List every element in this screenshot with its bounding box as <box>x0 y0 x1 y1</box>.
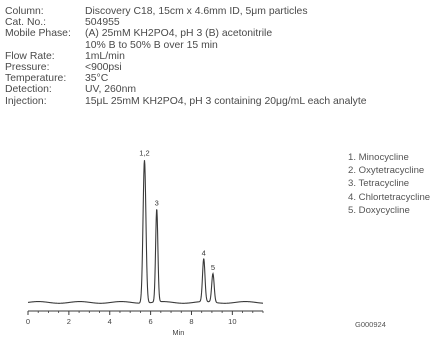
condition-label: Cat. No.: <box>5 17 46 29</box>
condition-row-flow-rate: Flow Rate: 1mL/min <box>5 51 445 62</box>
figure-code: G000924 <box>355 320 386 329</box>
x-tick-label: 4 <box>108 317 112 326</box>
legend-item: 3. Tetracycline <box>348 178 410 190</box>
condition-value: UV, 260nm <box>85 84 137 96</box>
condition-row-injection: Injection: 15μL 25mM KH2PO4, pH 3 contai… <box>5 96 445 107</box>
condition-value: 15μL 25mM KH2PO4, pH 3 containing 20μg/m… <box>85 95 367 107</box>
x-tick-label: 8 <box>189 317 193 326</box>
peak-label: 1,2 <box>139 148 149 157</box>
condition-label: Temperature: <box>5 73 67 85</box>
peak-label: 4 <box>202 249 206 258</box>
x-tick-label: 10 <box>228 317 236 326</box>
condition-row-column: Column: Discovery C18, 15cm x 4.6mm ID, … <box>5 6 445 17</box>
x-axis-label: Min <box>172 328 184 337</box>
peak-label: 3 <box>155 198 159 207</box>
condition-label: Column: <box>5 6 44 17</box>
x-tick-label: 6 <box>149 317 153 326</box>
condition-value: 35°C <box>85 73 109 85</box>
x-tick-label: 2 <box>67 317 71 326</box>
condition-row-cat-no: Cat. No.: 504955 <box>5 17 445 28</box>
x-tick-label: 0 <box>26 317 30 326</box>
condition-row-temperature: Temperature: 35°C <box>5 73 445 84</box>
condition-value: (A) 25mM KH2PO4, pH 3 (B) acetonitrile <box>85 28 273 40</box>
legend-item: 4. Chlortetracycline <box>348 191 431 203</box>
condition-value: <900psi <box>85 62 122 74</box>
peak-legend: 1. Minocycline 2. Oxytetracycline 3. Tet… <box>348 151 430 217</box>
condition-continuation: 10% B to 50% B over 15 min <box>85 39 218 51</box>
condition-label: Flow Rate: <box>5 50 55 62</box>
chromatographic-conditions: Column: Discovery C18, 15cm x 4.6mm ID, … <box>5 6 445 107</box>
condition-row-detection: Detection: UV, 260nm <box>5 84 445 95</box>
condition-value: 504955 <box>85 17 120 29</box>
condition-label: Pressure: <box>5 62 50 74</box>
condition-label: Mobile Phase: <box>5 28 71 40</box>
chromatogram-trace <box>27 160 264 304</box>
peak-label: 5 <box>211 263 215 272</box>
legend-item: 5. Doxycycline <box>348 204 410 216</box>
condition-label: Detection: <box>5 84 52 96</box>
condition-value: 1mL/min <box>85 50 125 62</box>
condition-label: Injection: <box>5 95 47 107</box>
condition-value: Discovery C18, 15cm x 4.6mm ID, 5μm part… <box>85 6 308 17</box>
condition-row-pressure: Pressure: <900psi <box>5 62 445 73</box>
condition-row-mobile-phase: Mobile Phase: (A) 25mM KH2PO4, pH 3 (B) … <box>5 28 445 39</box>
legend-item: 1. Minocycline <box>348 152 409 163</box>
legend-item: 2. Oxytetracycline <box>348 165 425 177</box>
